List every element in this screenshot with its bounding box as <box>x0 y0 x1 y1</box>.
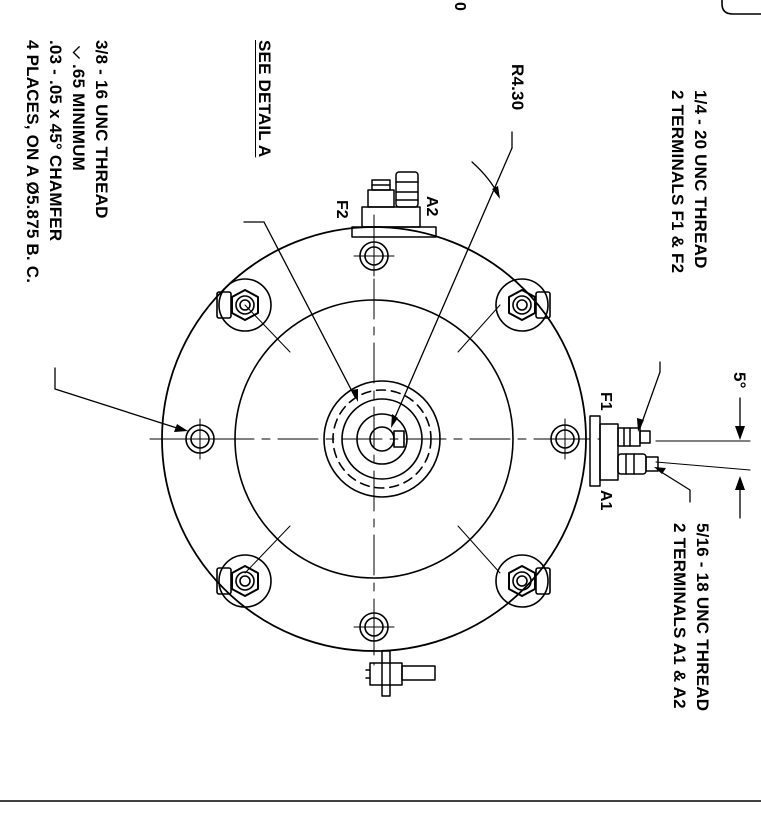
edge-glyph: 0 <box>451 2 468 11</box>
note-thread-14-line1: 1/4 - 20 UNC THREAD <box>691 90 710 269</box>
note-radius: R4.30 <box>508 64 527 111</box>
threaded-hole-left <box>179 418 221 460</box>
bottom-lug <box>365 650 436 697</box>
note-thread-38-line4: 4 PLACES, ON A Ø5.875 B. C. <box>23 40 42 284</box>
arrowheads <box>174 186 745 490</box>
terminal-label-f1: F1 <box>597 392 614 411</box>
centerlines <box>149 214 601 666</box>
note-thread-516-line1: 5/16 - 18 UNC THREAD <box>693 523 712 712</box>
bolt-circle-diagonal-3 <box>457 304 501 353</box>
terminal-block-right <box>589 415 659 487</box>
threaded-hole-right <box>544 418 586 460</box>
note-thread-38: 3/8 - 16 UNC THREAD ⌵ .65 MINIMUM .03 - … <box>21 40 113 283</box>
bolt-circle-diagonal-4 <box>457 525 501 574</box>
note-thread-38-line2: ⌵ .65 MINIMUM <box>69 46 88 172</box>
top-right-frame-corner <box>721 0 761 15</box>
note-thread-516-line2: 2 TERMINALS A1 & A2 <box>670 523 689 709</box>
through-bolt-top-right <box>495 278 551 332</box>
note-thread-516: 5/16 - 18 UNC THREAD 2 TERMINALS A1 & A2 <box>668 523 714 711</box>
note-thread-14: 1/4 - 20 UNC THREAD 2 TERMINALS F1 & F2 <box>666 90 712 273</box>
note-thread-38-line1: 3/8 - 16 UNC THREAD <box>92 40 111 219</box>
terminal-label-a2: A2 <box>423 196 440 217</box>
note-thread-38-line3: .03 - .05 x 45° CHAMFER <box>46 40 65 242</box>
threaded-hole-top <box>353 235 395 277</box>
threaded-hole-bottom <box>353 606 395 648</box>
through-bolt-bottom-right <box>495 554 551 608</box>
terminal-label-f2: F2 <box>333 200 350 219</box>
bolt-circle-diagonal-1 <box>244 304 291 353</box>
terminal-block-top <box>351 171 437 238</box>
through-bolt-top-left <box>216 278 272 332</box>
note-thread-14-line2: 2 TERMINALS F1 & F2 <box>668 90 687 274</box>
through-bolt-bottom-left <box>216 554 272 608</box>
bolt-circle-diagonal-2 <box>244 525 291 574</box>
note-angle: 5° <box>730 372 749 389</box>
terminal-label-a1: A1 <box>597 490 614 511</box>
note-see-detail-a: SEE DETAIL A <box>255 40 274 158</box>
